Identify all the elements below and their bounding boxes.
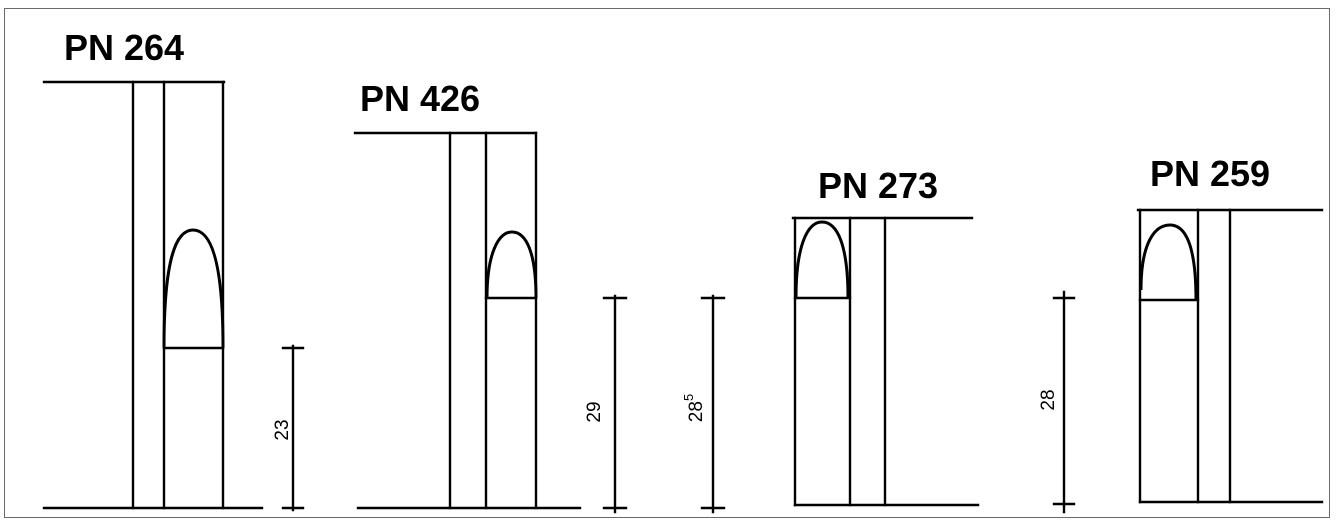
window-arch xyxy=(162,228,225,349)
elevation-title: PN 264 xyxy=(64,27,184,68)
window-arch xyxy=(485,230,538,299)
dimension-label: 23 xyxy=(272,419,293,440)
elevation-pn426: PN 426 29 xyxy=(353,78,628,514)
dimension-value: 28 xyxy=(686,401,707,422)
window-arch xyxy=(794,220,850,299)
elevation-pn273: PN 273 xyxy=(791,165,980,507)
dimension-pn273: 285 xyxy=(681,294,726,514)
elevation-title: PN 273 xyxy=(818,165,938,206)
dimension-marker xyxy=(602,294,628,514)
window-arch xyxy=(1139,223,1198,301)
elevation-title: PN 259 xyxy=(1150,153,1270,194)
dimension-label: 28 xyxy=(1038,389,1059,410)
dimension-label: 29 xyxy=(584,401,605,422)
dimension-marker xyxy=(700,294,726,514)
elevation-pn264: PN 264 23 xyxy=(42,27,305,512)
dimension-pn259: 28 xyxy=(1038,290,1076,514)
dimension-marker xyxy=(281,344,305,512)
dimension-superscript: 5 xyxy=(681,394,696,401)
dimension-marker xyxy=(1052,290,1076,514)
elevation-title: PN 426 xyxy=(360,78,480,119)
dimension-label: 285 xyxy=(681,394,707,422)
elevation-pn259: PN 259 xyxy=(1136,153,1324,504)
figure-frame xyxy=(4,8,1330,518)
